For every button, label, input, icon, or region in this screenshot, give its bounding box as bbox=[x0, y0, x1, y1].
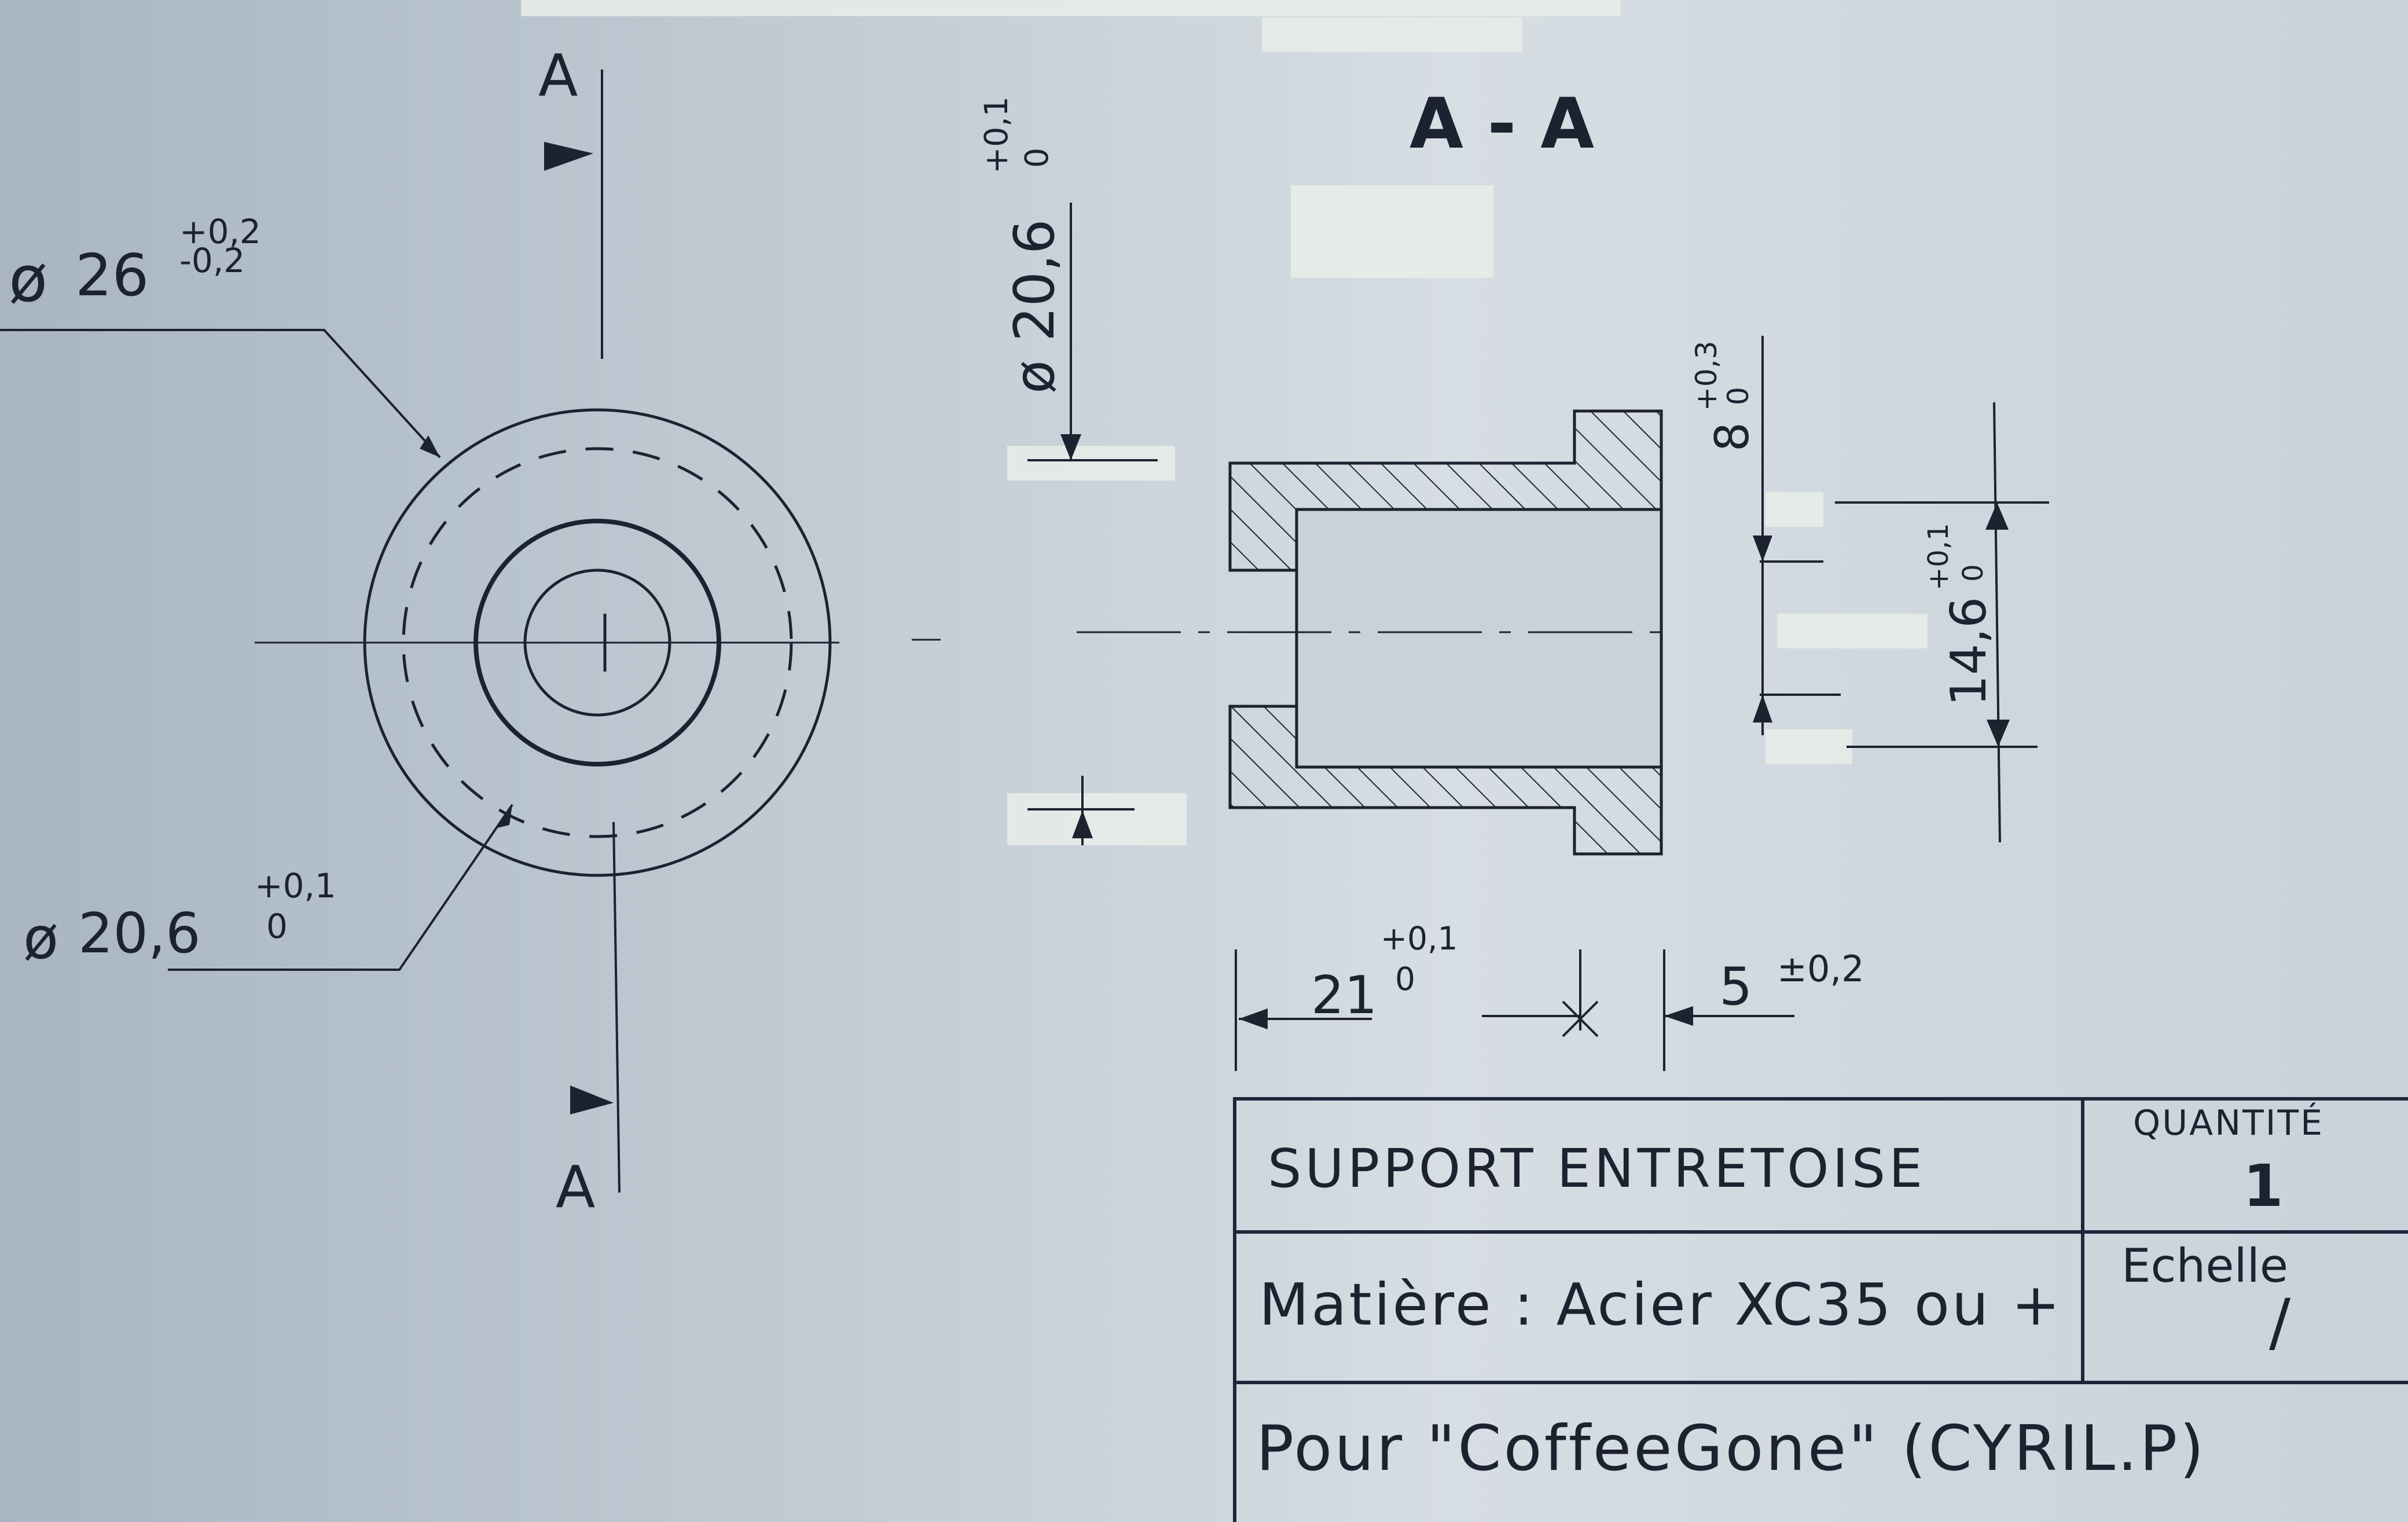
dim-bore-tol-upper: +0,1 bbox=[255, 866, 336, 905]
section-dim-bore-value: 20,6 bbox=[1003, 219, 1067, 342]
section-dim-depth-value: 14,6 bbox=[1940, 597, 1998, 706]
drawing-note: Pour "CoffeeGone" (CYRIL.P) bbox=[1256, 1413, 2207, 1485]
section-dim-bore-tol-upper: +0,1 bbox=[978, 96, 1015, 174]
section-dim-height-value: 8 bbox=[1705, 422, 1759, 452]
section-dim-depth-tol-upper: +0,1 bbox=[1922, 523, 1955, 591]
dim-outer-symbol: ø bbox=[9, 242, 47, 316]
front-leaders bbox=[0, 329, 513, 971]
section-dim-length-tol-lower: 0 bbox=[1395, 960, 1415, 997]
front-labels: A A ø 26 +0,2 -0,2 ø 20,6 +0,1 0 bbox=[9, 42, 595, 1221]
dim-outer-value: 26 bbox=[75, 241, 149, 309]
section-dim-depth-tol-lower: 0 bbox=[1957, 564, 1989, 582]
leader-arrowheads bbox=[420, 435, 512, 828]
scale-value: / bbox=[2269, 1285, 2291, 1359]
quantity-value: 1 bbox=[2243, 1152, 2284, 1220]
scale-label: Echelle bbox=[2121, 1239, 2289, 1293]
dim-bore-symbol: ø bbox=[23, 904, 58, 972]
section-dim-height-tol-upper: +0,3 bbox=[1690, 341, 1723, 411]
section-dim-flange-tol: ±0,2 bbox=[1777, 948, 1864, 990]
dimension-arrowheads bbox=[1060, 434, 2010, 1029]
section-line-bottom bbox=[612, 821, 621, 1193]
section-view bbox=[912, 409, 1667, 856]
dim-outer-tol-lower: -0,2 bbox=[179, 241, 245, 280]
part-name: SUPPORT ENTRETOISE bbox=[1268, 1138, 1926, 1200]
dim-outer-tol-upper: +0,2 bbox=[179, 212, 261, 251]
section-bore bbox=[1295, 508, 1663, 769]
title-block: SUPPORT ENTRETOISE QUANTITÉ 1 Matière : … bbox=[1233, 1097, 2408, 1522]
dim-bore-value: 20,6 bbox=[78, 902, 201, 966]
material: Matière : Acier XC35 ou + bbox=[1259, 1271, 2062, 1338]
section-dim-flange-value: 5 bbox=[1719, 956, 1752, 1017]
section-label-bottom: A bbox=[556, 1153, 595, 1221]
section-title: A - A bbox=[1409, 84, 1594, 164]
tape-strips bbox=[521, 0, 1928, 845]
section-arrows bbox=[544, 142, 614, 1114]
dim-bore-tol-lower: 0 bbox=[266, 907, 288, 946]
section-dim-length-tol-upper: +0,1 bbox=[1381, 920, 1458, 957]
section-dim-length-value: 21 bbox=[1311, 965, 1378, 1026]
front-view bbox=[255, 69, 839, 1193]
section-dim-bore-tol-lower: 0 bbox=[1018, 148, 1055, 168]
section-labels: A - A ø 20,6 +0,1 0 21 +0,1 0 5 ±0,2 8 +… bbox=[978, 84, 1998, 1026]
quantity-label: QUANTITÉ bbox=[2133, 1103, 2324, 1143]
section-label-top: A bbox=[538, 42, 578, 109]
section-dim-height-tol-lower: 0 bbox=[1721, 387, 1755, 405]
section-dim-bore-symbol: ø bbox=[1003, 360, 1067, 394]
